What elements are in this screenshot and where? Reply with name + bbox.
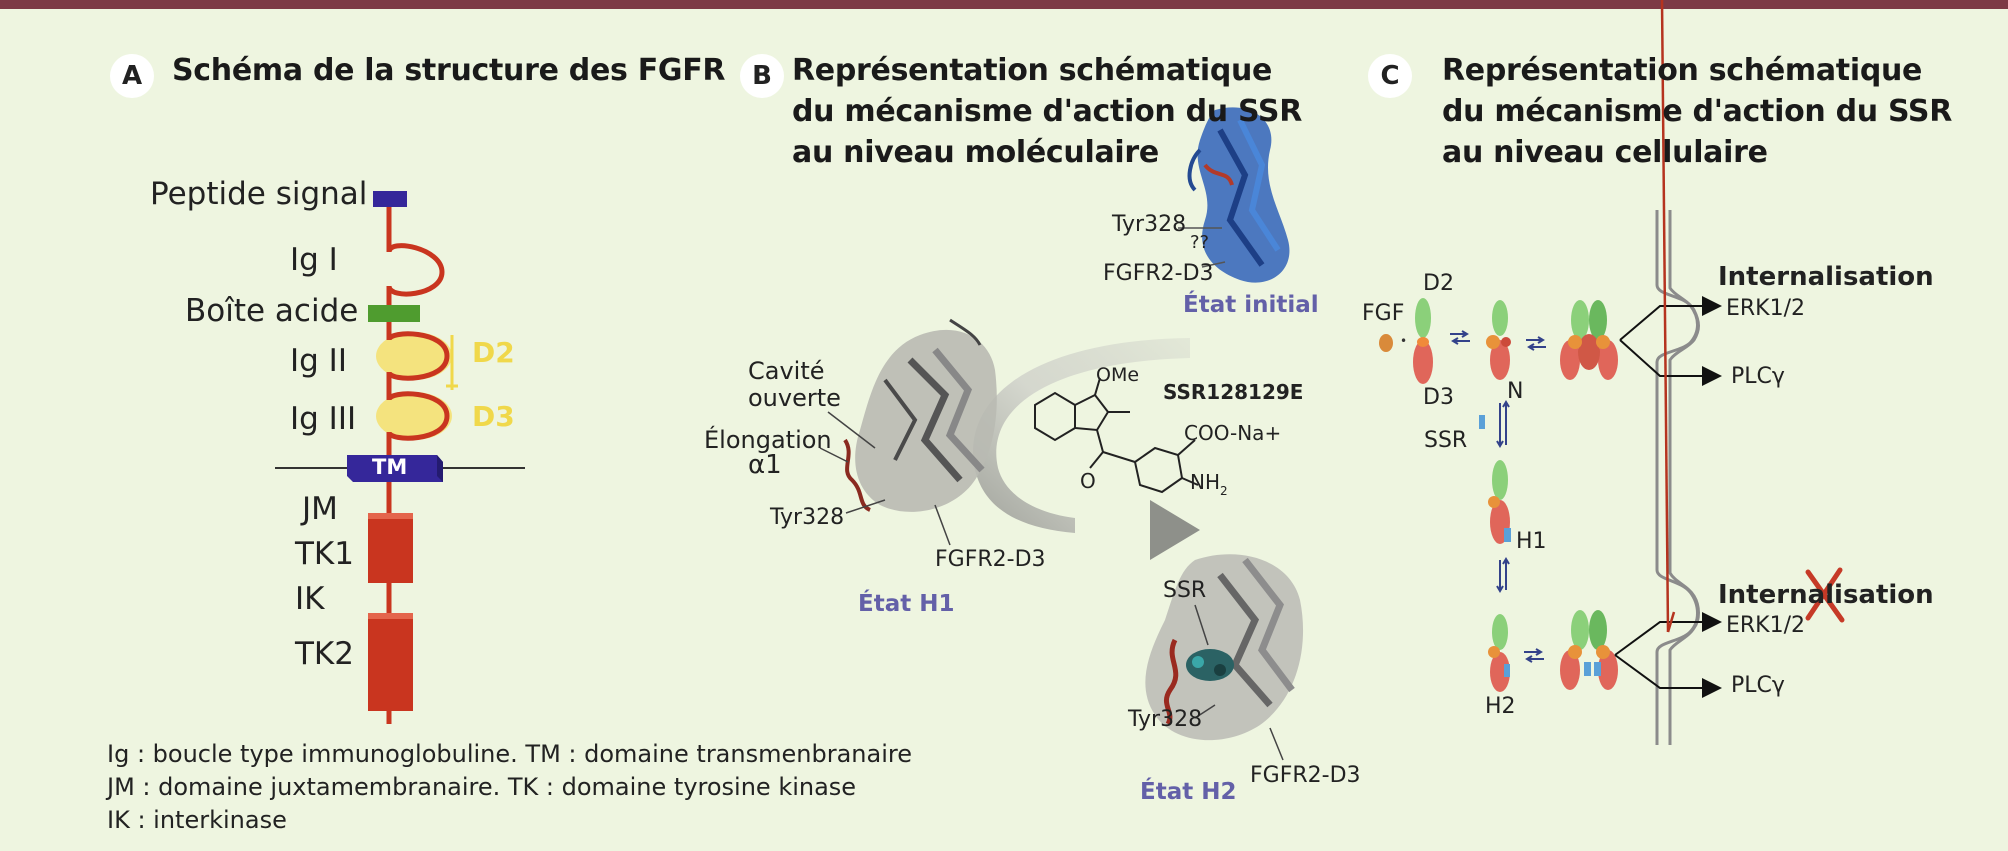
fgfr-receptor-schema bbox=[275, 191, 525, 724]
internalisation-bottom-label: Internalisation bbox=[1718, 580, 1934, 610]
initial-state-label: État initial bbox=[1183, 292, 1319, 318]
jm-label: JM bbox=[302, 491, 338, 527]
tk1-block bbox=[368, 513, 413, 583]
h2-ssr-label: SSR bbox=[1163, 578, 1207, 603]
top-bar bbox=[0, 0, 2008, 9]
panel-b-title-line-1: Représentation schématique bbox=[792, 53, 1273, 88]
h1-ouverte-label: ouverte bbox=[748, 384, 841, 412]
peptide-signal-box bbox=[373, 191, 407, 207]
h1-state-label: État H1 bbox=[858, 591, 955, 617]
ik-label: IK bbox=[295, 581, 325, 617]
erk-top-label: ERK1/2 bbox=[1726, 296, 1806, 321]
tk2-block bbox=[368, 613, 413, 711]
h1-elongation-label: Élongation bbox=[704, 426, 832, 454]
legend-line-2: JM : domaine juxtamembranaire. TK : doma… bbox=[107, 773, 857, 801]
plc-top-label: PLCγ bbox=[1731, 364, 1785, 389]
h1-tyr-label: Tyr328 bbox=[770, 505, 845, 530]
panel-b-title-line-2: du mécanisme d'action du SSR bbox=[792, 94, 1303, 129]
initial-state-structure bbox=[1178, 107, 1290, 283]
h2-tyr-label: Tyr328 bbox=[1128, 707, 1203, 732]
panel-a-title: Schéma de la structure des FGFR bbox=[172, 53, 726, 88]
boite-acide-label: Boîte acide bbox=[185, 293, 359, 329]
ssr-cell-label: SSR bbox=[1424, 428, 1468, 453]
tm-label: TM bbox=[372, 455, 408, 479]
panel-b-badge: B bbox=[740, 54, 784, 98]
erk-bottom-label: ERK1/2 bbox=[1726, 613, 1806, 638]
panel-c-title-line-1: Représentation schématique bbox=[1442, 53, 1923, 88]
h1-fgfr-label: FGFR2-D3 bbox=[935, 547, 1046, 572]
panel-c-title-line-2: du mécanisme d'action du SSR bbox=[1442, 94, 1953, 129]
compound-nh: NH bbox=[1190, 470, 1220, 494]
d3-label: D3 bbox=[472, 400, 515, 433]
h2-state-structure bbox=[1145, 554, 1304, 761]
transition-arrow bbox=[973, 338, 1190, 533]
h1-cavite-label: Cavité bbox=[748, 357, 825, 385]
ig1-label: Ig I bbox=[290, 242, 338, 278]
compound-ome: OMe bbox=[1096, 364, 1140, 386]
ig3-domain bbox=[376, 392, 452, 440]
plc-bottom-label: PLCγ bbox=[1731, 673, 1785, 698]
initial-fgfr-label: FGFR2-D3 bbox=[1103, 261, 1214, 286]
receptor-chain bbox=[386, 200, 445, 318]
cellular-mechanism: • bbox=[1379, 0, 1845, 745]
fgf-label: FGF bbox=[1362, 301, 1405, 326]
cell-membrane bbox=[1655, 210, 1699, 745]
h1-alpha-label: α1 bbox=[748, 450, 782, 480]
panel-b-title-line-3: au niveau moléculaire bbox=[792, 135, 1159, 170]
panel-a-badge: A bbox=[110, 54, 154, 98]
panel-c-title-line-3: au niveau cellulaire bbox=[1442, 135, 1768, 170]
compound-name: SSR128129E bbox=[1163, 380, 1304, 404]
initial-tyr-label: Tyr328 bbox=[1112, 212, 1187, 237]
tk1-label: TK1 bbox=[295, 536, 354, 572]
compound-structure bbox=[1034, 377, 1199, 494]
compound-nh-sub: 2 bbox=[1220, 484, 1228, 498]
compound-o: O bbox=[1080, 469, 1096, 493]
inhibition-cross-icon bbox=[1805, 567, 1845, 623]
svg-text:•: • bbox=[1400, 334, 1407, 348]
h2-state-label: État H2 bbox=[1140, 779, 1237, 805]
legend-line-3: IK : interkinase bbox=[107, 806, 287, 834]
h1-cell-label: H1 bbox=[1516, 529, 1547, 554]
internalisation-top-label: Internalisation bbox=[1718, 262, 1934, 292]
h2-fgfr-label: FGFR2-D3 bbox=[1250, 763, 1361, 788]
d3-cell-label: D3 bbox=[1423, 385, 1454, 410]
acid-box bbox=[368, 305, 420, 322]
tm-domain bbox=[347, 455, 443, 482]
n-label: N bbox=[1507, 379, 1524, 404]
ig2-domain bbox=[376, 332, 452, 380]
legend-line-1: Ig : boucle type immunoglobuline. TM : d… bbox=[107, 740, 912, 768]
h1-state-structure bbox=[819, 318, 997, 546]
inhibited-dimer bbox=[1560, 610, 1618, 690]
molecular-mechanism bbox=[819, 107, 1304, 761]
peptide-signal-label: Peptide signal bbox=[150, 176, 368, 212]
active-dimer-top bbox=[1560, 300, 1618, 380]
h2-cell-label: H2 bbox=[1485, 694, 1516, 719]
ig3-label: Ig III bbox=[290, 401, 357, 437]
ig2-label: Ig II bbox=[290, 343, 347, 379]
d2-cell-label: D2 bbox=[1423, 271, 1454, 296]
initial-qq-label: ?? bbox=[1190, 232, 1210, 253]
tk2-label: TK2 bbox=[295, 636, 354, 672]
d2-label: D2 bbox=[472, 336, 515, 369]
panel-c-badge: C bbox=[1368, 54, 1412, 98]
compound-coo: COO-Na+ bbox=[1184, 421, 1282, 445]
